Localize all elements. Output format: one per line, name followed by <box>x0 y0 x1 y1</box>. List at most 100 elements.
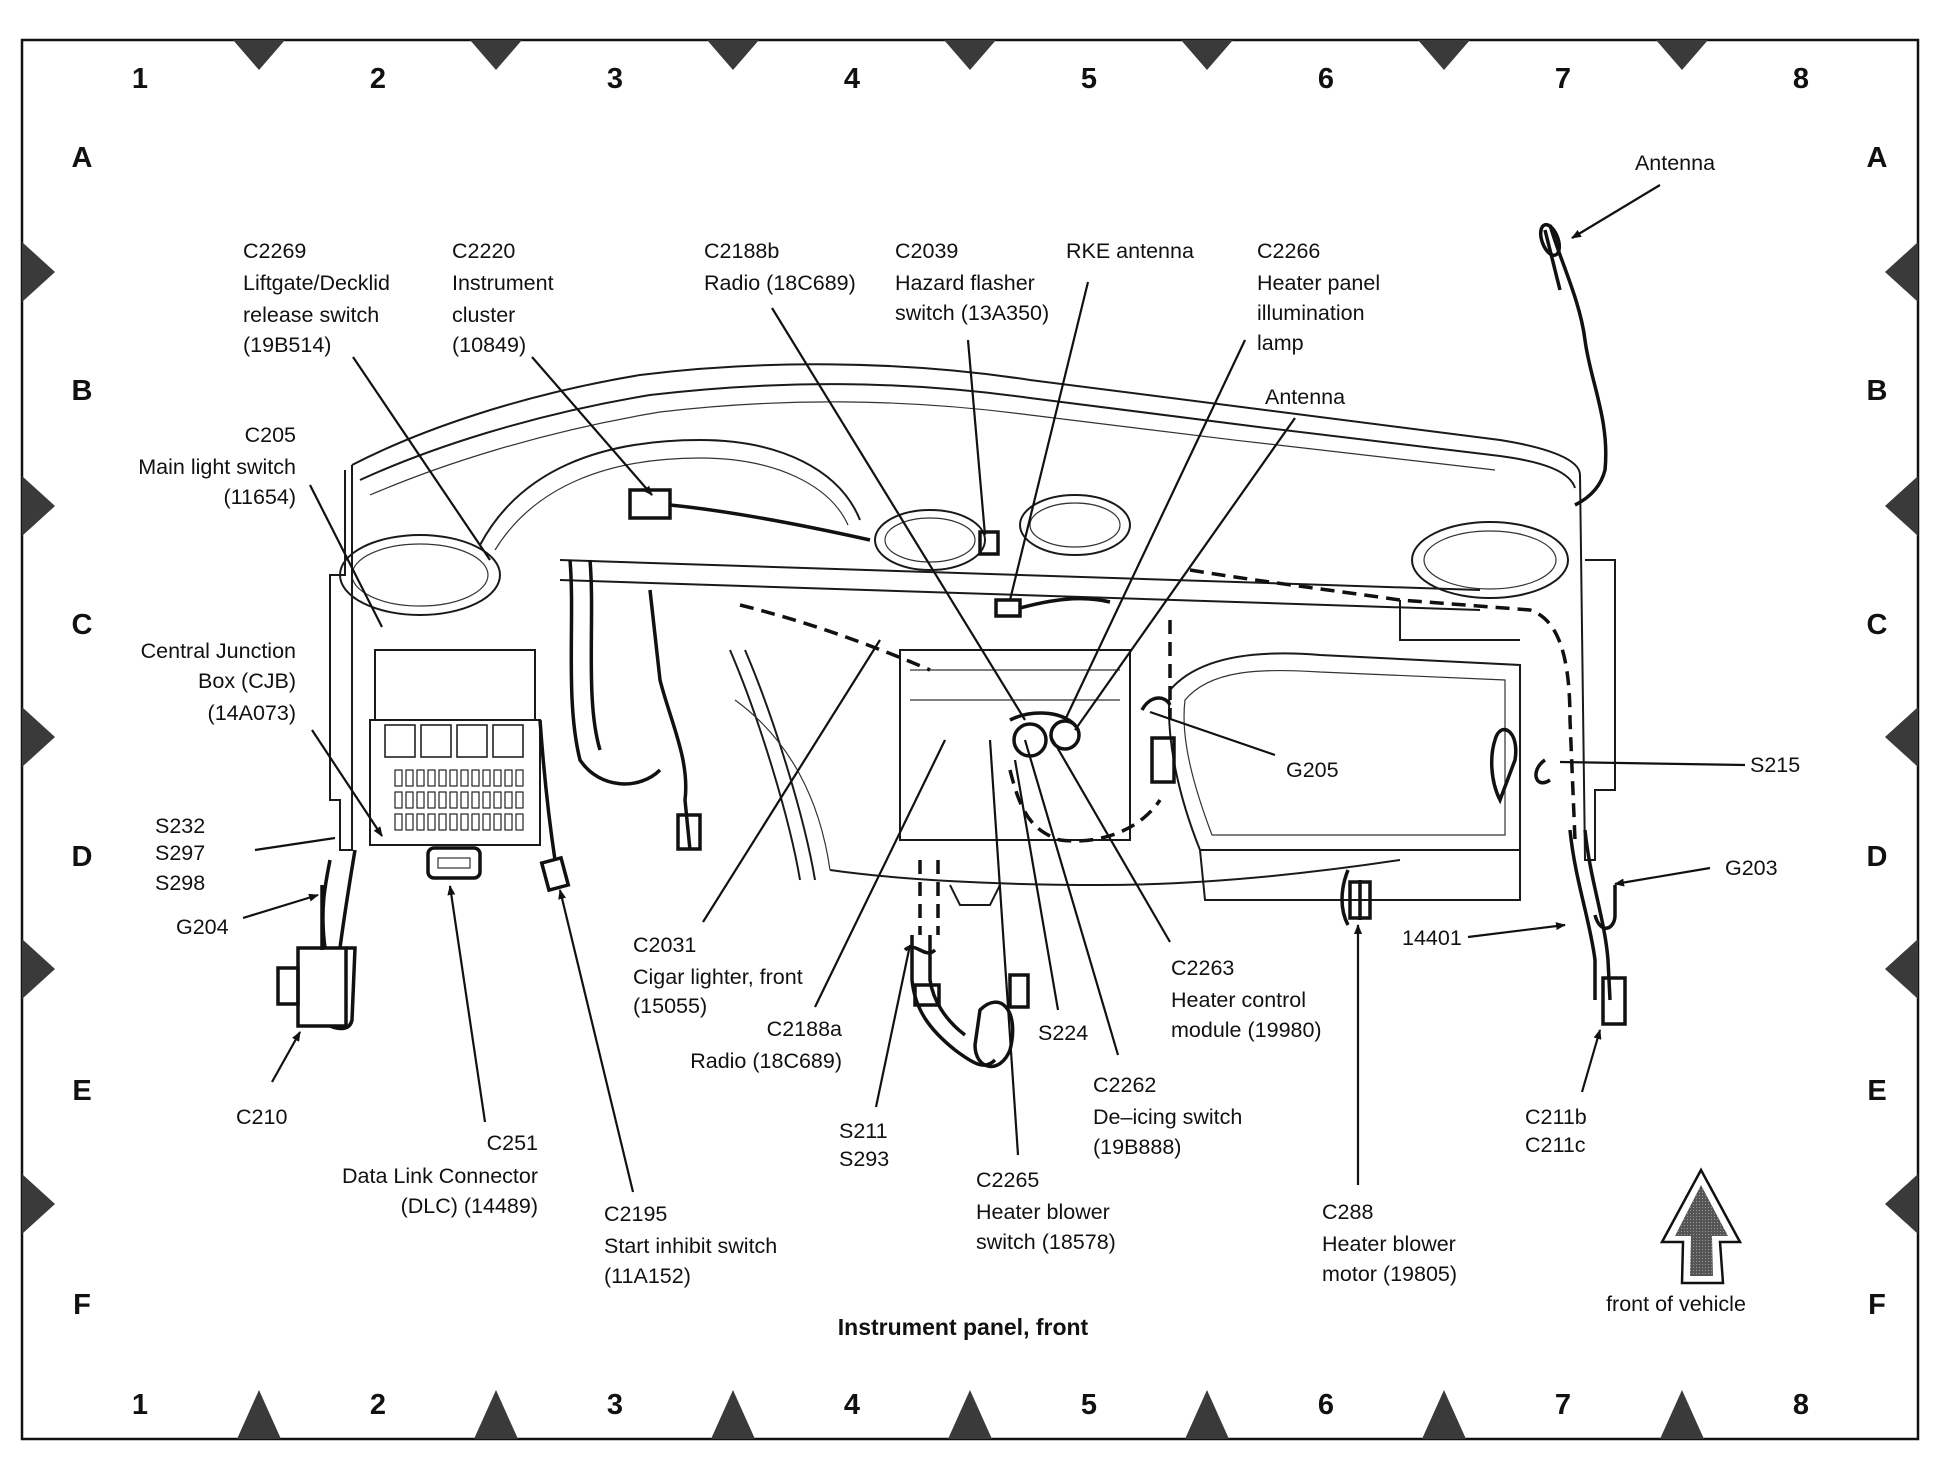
label-line: module (19980) <box>1171 1018 1322 1042</box>
row-letter: A <box>1867 142 1888 174</box>
label-line: switch (18578) <box>976 1230 1116 1254</box>
label-line: C2188a <box>767 1017 842 1041</box>
label-line: C2195 <box>604 1202 667 1226</box>
column-number: 3 <box>607 1389 623 1421</box>
label-line: switch (13A350) <box>895 301 1049 325</box>
fuse <box>504 769 513 787</box>
fuse <box>438 813 447 831</box>
column-number: 7 <box>1555 63 1571 95</box>
label-line: Radio (18C689) <box>704 271 856 295</box>
grid-marker-top <box>233 40 285 70</box>
label-line: C205 <box>245 423 296 447</box>
grid-marker-right <box>1885 476 1918 536</box>
label-s224: S224 <box>1038 1021 1088 1045</box>
grid-marker-bottom <box>1185 1390 1229 1439</box>
label-g204: G204 <box>176 915 229 939</box>
row-letter: C <box>72 609 93 641</box>
fuse <box>493 791 502 809</box>
grid-marker-bottom <box>1660 1390 1704 1439</box>
fuse <box>449 791 458 809</box>
label-c211: C211b C211c <box>1525 1105 1587 1157</box>
label-line: C2266 <box>1257 239 1320 263</box>
label-line: C2265 <box>976 1168 1039 1192</box>
label-c2263: C2263 Heater control module (19980) <box>1171 956 1322 1042</box>
label-line: Heater blower <box>1322 1232 1456 1256</box>
label-line: Heater control <box>1171 988 1306 1012</box>
grid-marker-right <box>1885 242 1918 302</box>
fuse <box>460 769 469 787</box>
label-line: C2263 <box>1171 956 1234 980</box>
column-number: 8 <box>1793 1389 1809 1421</box>
label-line: Central Junction <box>141 639 296 663</box>
fuse <box>493 769 502 787</box>
label-line: Antenna <box>1265 385 1345 409</box>
front-of-vehicle-indicator: front of vehicle <box>1606 1167 1746 1316</box>
fuse <box>504 813 513 831</box>
label-line: (11654) <box>223 485 296 509</box>
label-line: S293 <box>839 1147 889 1171</box>
label-line: Start inhibit switch <box>604 1234 777 1258</box>
label-g203: G203 <box>1725 856 1778 880</box>
label-line: G203 <box>1725 856 1778 880</box>
label-c2262: C2262 De–icing switch (19B888) <box>1093 1073 1242 1159</box>
label-line: Radio (18C689) <box>690 1049 842 1073</box>
grid-marker-left <box>22 476 55 536</box>
column-number: 2 <box>370 1389 386 1421</box>
label-line: C2031 <box>633 933 696 957</box>
row-letter: C <box>1867 609 1888 641</box>
label-line: C211c <box>1525 1133 1586 1157</box>
column-number: 7 <box>1555 1389 1571 1421</box>
front-of-vehicle-label: front of vehicle <box>1606 1292 1746 1316</box>
fuse <box>394 769 403 787</box>
cjb-fuse-grid <box>384 724 524 831</box>
relay <box>420 724 452 758</box>
label-cjb: Central Junction Box (CJB) (14A073) <box>141 639 296 725</box>
column-number: 8 <box>1793 63 1809 95</box>
label-line: C2039 <box>895 239 958 263</box>
column-number: 4 <box>844 1389 860 1421</box>
label-line: Hazard flasher <box>895 271 1035 295</box>
label-line: C2262 <box>1093 1073 1156 1097</box>
fuse <box>449 813 458 831</box>
label-c205: C205 Main light switch (11654) <box>138 423 296 509</box>
column-number: 1 <box>132 63 148 95</box>
grid-marker-left <box>22 1174 55 1234</box>
label-line: (10849) <box>452 333 526 357</box>
label-line: Heater blower <box>976 1200 1110 1224</box>
row-letter: D <box>72 841 93 873</box>
fuse <box>438 791 447 809</box>
diagram-title: Instrument panel, front <box>838 1314 1089 1340</box>
grid-marker-top <box>1656 40 1708 70</box>
fuse <box>416 791 425 809</box>
label-line: C2269 <box>243 239 306 263</box>
label-line: (15055) <box>633 994 707 1018</box>
label-line: lamp <box>1257 331 1304 355</box>
column-number: 4 <box>844 63 860 95</box>
grid-marker-top <box>470 40 522 70</box>
label-line: (DLC) (14489) <box>401 1194 538 1218</box>
label-line: release switch <box>243 303 379 327</box>
fuse <box>482 813 491 831</box>
label-antenna-top: Antenna <box>1635 151 1715 175</box>
grid-marker-bottom <box>474 1390 518 1439</box>
fuse <box>515 791 524 809</box>
fuse <box>482 769 491 787</box>
label-s232: S232 S297 S298 <box>155 814 205 895</box>
fuse <box>515 769 524 787</box>
label-c2220: C2220 Instrument cluster (10849) <box>452 239 554 357</box>
label-line: C2220 <box>452 239 515 263</box>
fuse <box>416 813 425 831</box>
fuse <box>427 769 436 787</box>
label-c210: C210 <box>236 1105 287 1129</box>
front-arrow-fill <box>1675 1185 1728 1276</box>
label-line: S211 <box>839 1119 888 1143</box>
label-line: Cigar lighter, front <box>633 965 803 989</box>
column-number: 1 <box>132 1389 148 1421</box>
diagram-frame <box>20 38 1920 1441</box>
label-line: cluster <box>452 303 515 327</box>
label-c2188b: C2188b Radio (18C689) <box>704 239 856 295</box>
label-g205: G205 <box>1286 758 1339 782</box>
fuse <box>460 813 469 831</box>
grid-marker-bottom <box>948 1390 992 1439</box>
column-number: 5 <box>1081 1389 1097 1421</box>
